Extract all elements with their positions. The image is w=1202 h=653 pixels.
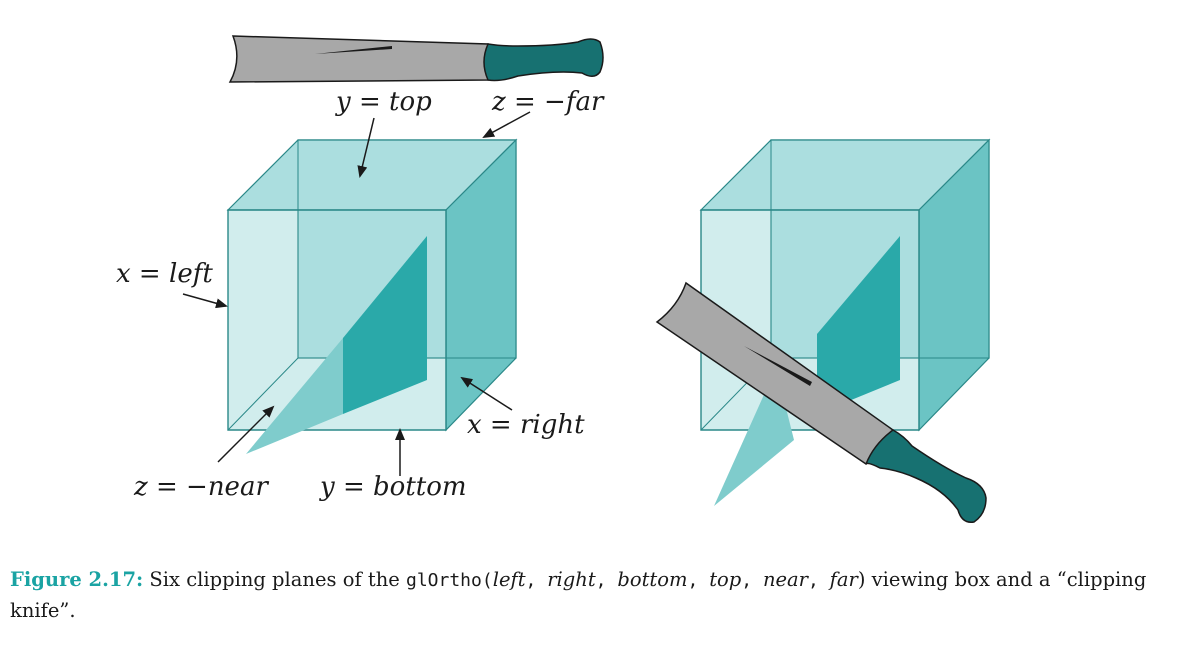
arg-separator: , (741, 570, 763, 591)
arg: top (709, 568, 742, 591)
arg: near (762, 568, 808, 591)
label-y-bottom: y = bottom (319, 472, 467, 502)
arrow-far (482, 111, 531, 138)
arg-separator: , (525, 570, 548, 591)
figure-number: Figure 2.17: (10, 568, 144, 591)
viewing-box-left (226, 138, 518, 454)
viewing-box-right (699, 138, 991, 506)
arrows (182, 111, 531, 476)
knife-blade (228, 35, 489, 83)
arrow-right (460, 376, 513, 411)
arg-separator: , (595, 570, 618, 591)
knife-handle (483, 38, 604, 82)
clip-plane-outside (714, 368, 794, 506)
label-z-far: z = −far (491, 87, 605, 117)
arg: left (492, 568, 526, 591)
knife-cutting (655, 281, 987, 523)
arg-separator: , (687, 570, 710, 591)
hidden-edge (227, 357, 299, 431)
knife-groove (744, 346, 812, 386)
label-x-right: x = right (467, 410, 585, 440)
caption-text-end: viewing box and a “clipping knife”. (10, 568, 1147, 622)
clip-plane-outside (246, 338, 343, 454)
label-x-left: x = left (116, 259, 213, 289)
caption-text: Six clipping planes of the (143, 568, 406, 591)
knife-blade (655, 281, 895, 466)
label-z-near: z = −near (133, 472, 269, 502)
arg: right (547, 568, 596, 591)
figure-caption: Figure 2.17: Six clipping planes of the … (10, 565, 1180, 626)
close-paren: ) (857, 568, 866, 591)
arg-separator: , (807, 570, 830, 591)
arg: far (829, 568, 858, 591)
knife-groove (315, 46, 392, 54)
label-y-top: y = top (335, 87, 432, 117)
function-name: glOrtho( (406, 570, 493, 591)
arg: bottom (617, 568, 688, 591)
arrow-left (182, 293, 228, 309)
knife-top (228, 35, 604, 83)
arrow-near (217, 405, 275, 463)
clip-plane-inside (817, 236, 900, 414)
clipping-diagram: y = top z = −far x = left x = right z = … (116, 35, 991, 523)
clip-plane-inside (343, 236, 427, 414)
arrow-top (357, 117, 375, 178)
knife-handle (865, 429, 987, 523)
